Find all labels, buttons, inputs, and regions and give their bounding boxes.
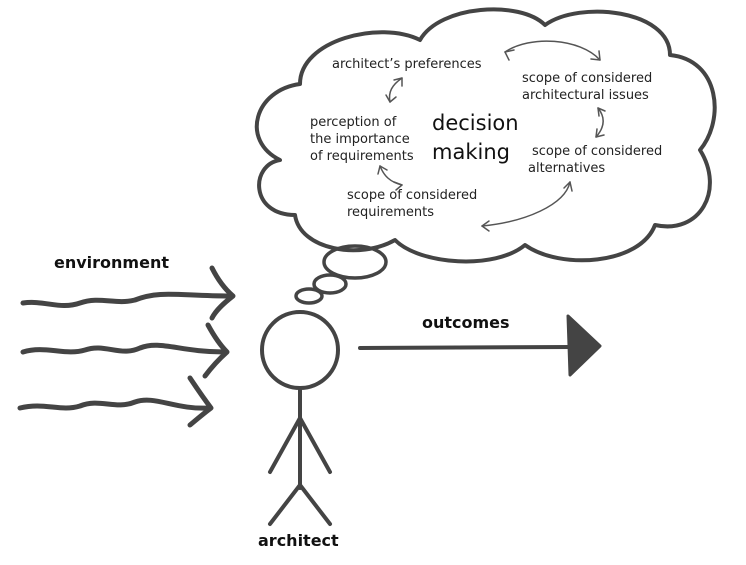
perception-label-line2: the importance [310, 132, 410, 147]
architect-head [260, 310, 340, 390]
thought-bubble-medium [312, 273, 348, 295]
scope-alternatives-label-line1: scope of considered [532, 144, 662, 159]
double-arrow-icon [504, 40, 601, 61]
scope-issues-label-line2: architectural issues [522, 88, 649, 103]
architect-arms [268, 416, 332, 474]
scope-alternatives-label-line2: alternatives [528, 161, 605, 176]
outcomes-arrow-icon [358, 314, 602, 377]
environment-label: environment [54, 253, 169, 272]
double-arrow-icon [595, 107, 606, 138]
environment-arrow-icon [20, 265, 236, 321]
environment-arrow-icon [17, 375, 214, 428]
outcomes-label: outcomes [422, 313, 510, 332]
scope-requirements-label-line1: scope of considered [347, 188, 477, 203]
double-arrow-icon [481, 181, 573, 232]
environment-arrow-icon [20, 322, 230, 379]
architect-label: architect [258, 531, 339, 550]
thought-bubble-large [322, 244, 388, 280]
double-arrow-icon [377, 165, 403, 191]
scope-requirements-label-line2: requirements [347, 205, 434, 220]
perception-label-line1: perception of [310, 115, 397, 130]
architect-legs [268, 483, 332, 526]
double-arrow-icon [385, 77, 403, 103]
perception-label-line3: of requirements [310, 149, 414, 164]
thought-cloud [254, 7, 717, 264]
thought-bubble-small [294, 287, 324, 305]
decision-making-title-line2: making [432, 140, 510, 164]
scope-issues-label-line1: scope of considered [522, 71, 652, 86]
architects-preferences-label: architect’s preferences [332, 57, 482, 72]
architect-figure [260, 310, 340, 526]
decision-making-title-line1: decision [432, 111, 519, 135]
